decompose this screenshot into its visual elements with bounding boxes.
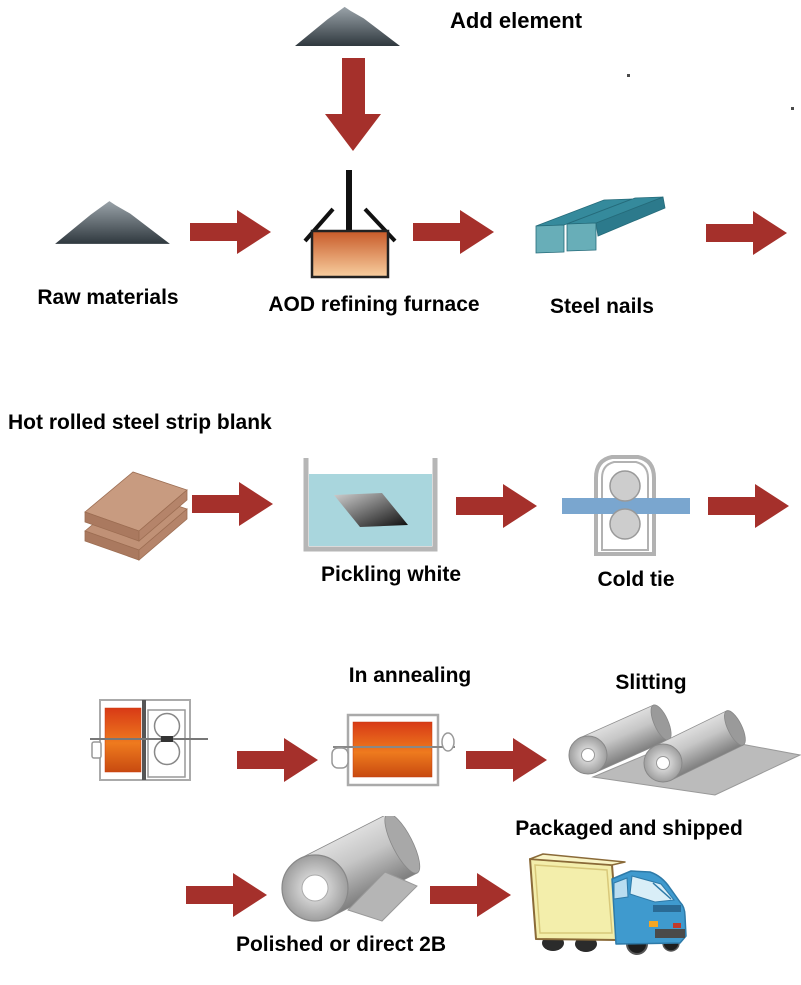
annealing-furnace-icon xyxy=(328,700,463,795)
polished-label: Polished or direct 2B xyxy=(235,933,447,956)
add-element-label: Add element xyxy=(450,8,583,33)
flow-arrow-right-icon xyxy=(192,481,274,527)
packaged-label: Packaged and shipped xyxy=(515,817,743,840)
flow-arrow-right-icon xyxy=(186,872,268,918)
slitting-rolls-icon xyxy=(565,703,801,800)
flow-arrow-down-icon xyxy=(325,58,381,152)
speck-artifact xyxy=(791,107,794,110)
cold-rolling-mill-icon xyxy=(558,450,693,558)
steel-billets-icon xyxy=(530,188,670,258)
hot-rolled-label: Hot rolled steel strip blank xyxy=(8,411,272,434)
raw-materials-label: Raw materials xyxy=(37,286,179,309)
flow-arrow-right-icon xyxy=(430,872,512,918)
flow-arrow-right-icon xyxy=(237,737,319,783)
furnace-roller-icon xyxy=(88,693,213,793)
steel-nails-label: Steel nails xyxy=(550,295,654,318)
flow-arrow-right-icon xyxy=(413,209,495,255)
pickling-label: Pickling white xyxy=(320,563,462,586)
flow-arrow-right-icon xyxy=(708,483,790,529)
flow-arrow-right-icon xyxy=(466,737,548,783)
delivery-truck-icon xyxy=(503,843,703,955)
pickling-tank-icon xyxy=(298,453,443,555)
aod-furnace-label: AOD refining furnace xyxy=(268,293,480,316)
steel-slabs-icon xyxy=(75,455,205,563)
cold-tie-label: Cold tie xyxy=(597,568,675,591)
flow-arrow-right-icon xyxy=(456,483,538,529)
flow-arrow-right-icon xyxy=(706,210,788,256)
aod-furnace-icon xyxy=(295,166,405,281)
flow-arrow-right-icon xyxy=(190,209,272,255)
in-annealing-label: In annealing xyxy=(348,664,472,687)
raw-materials-pile-icon xyxy=(55,198,170,246)
add-element-pile-icon xyxy=(295,4,400,48)
slitting-label: Slitting xyxy=(615,671,687,694)
speck-artifact xyxy=(627,74,630,77)
steel-coil-icon xyxy=(272,813,477,934)
